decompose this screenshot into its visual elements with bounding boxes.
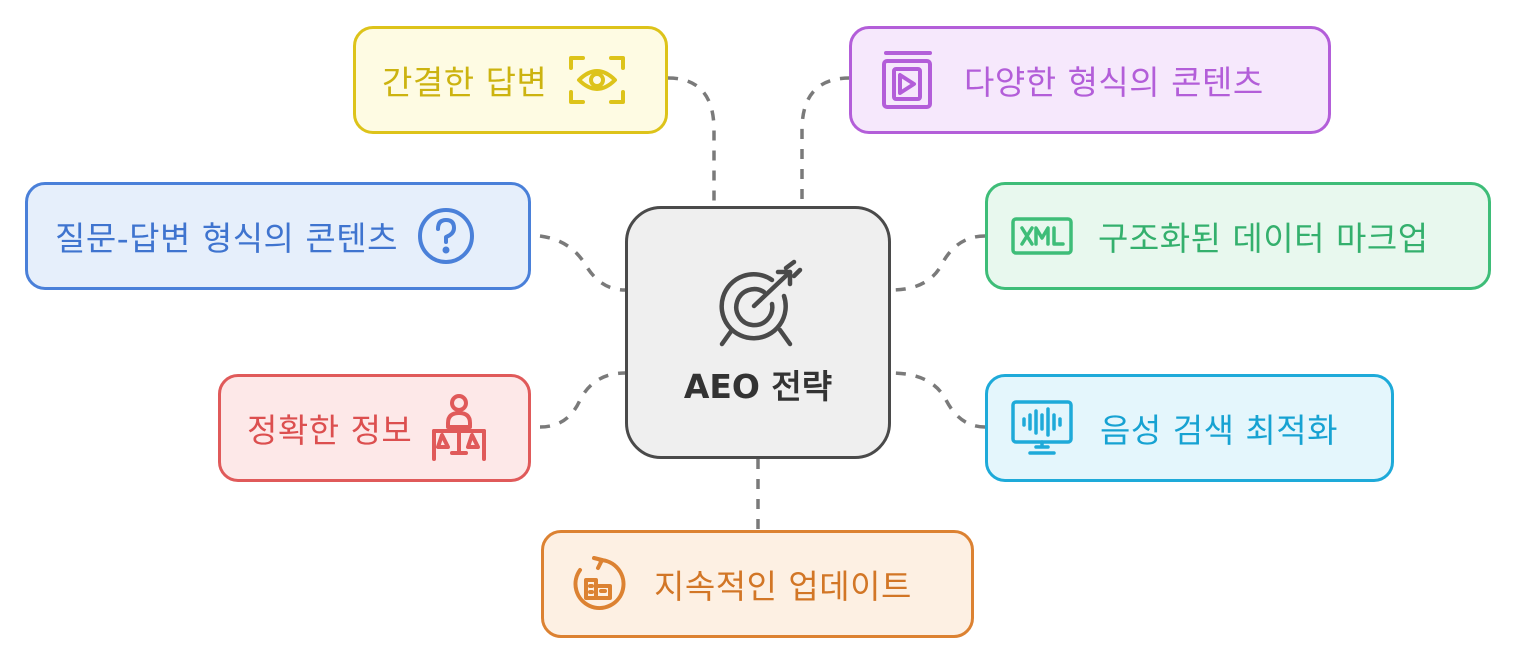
node-structured-data: 구조화된 데이터 마크업 [985, 182, 1491, 290]
center-title: AEO 전략 [683, 366, 833, 406]
node-accurate-info: 정확한 정보 [218, 374, 531, 482]
node-concise-answer: 간결한 답변 [353, 26, 668, 134]
node-label: 음성 검색 최적화 [1100, 411, 1338, 450]
node-label: 구조화된 데이터 마크업 [1098, 219, 1429, 258]
node-voice-search: 음성 검색 최적화 [985, 374, 1394, 482]
connector-structured-data [890, 234, 986, 292]
node-qa-content: 질문-답변 형식의 콘텐츠 [25, 182, 531, 290]
voice-monitor-icon [1010, 399, 1074, 457]
connector-various-formats [800, 76, 851, 206]
connector-voice-search [890, 371, 986, 429]
node-continuous-update: 지속적인 업데이트 [541, 530, 974, 638]
node-label: 질문-답변 형식의 콘텐츠 [55, 219, 398, 258]
node-label: 간결한 답변 [382, 63, 548, 102]
node-label: 다양한 형식의 콘텐츠 [964, 63, 1264, 102]
xml-icon [1010, 216, 1074, 256]
connector-qa-content [539, 234, 626, 292]
person-scale-icon [428, 393, 490, 463]
connector-accurate-info [539, 371, 626, 429]
video-page-icon [880, 49, 934, 111]
node-label: 정확한 정보 [247, 411, 413, 450]
node-various-formats: 다양한 형식의 콘텐츠 [849, 26, 1331, 134]
question-mark-icon [416, 206, 476, 266]
connector-concise-answer [667, 76, 716, 206]
refresh-building-icon [570, 556, 626, 612]
target-arrow-icon [710, 258, 806, 354]
center-node: AEO 전략 [625, 206, 891, 459]
node-label: 지속적인 업데이트 [654, 567, 912, 606]
eye-frame-icon [567, 54, 627, 106]
